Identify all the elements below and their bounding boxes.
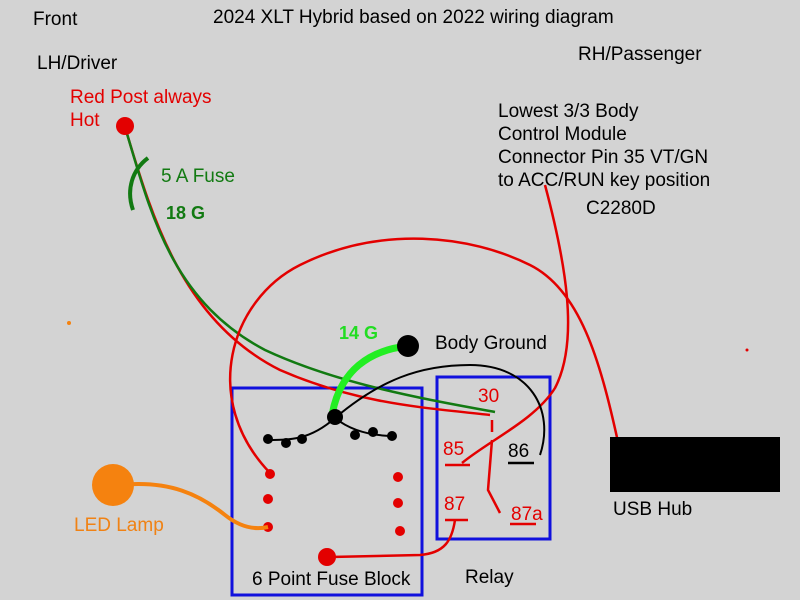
red-wire-bcm [461, 184, 570, 464]
bus-dot [281, 438, 291, 448]
fuse-gauge-label: 18 G [166, 203, 206, 223]
stray-dot [745, 348, 749, 352]
lh-driver-label: LH/Driver [37, 53, 118, 74]
fuse-slot [393, 498, 403, 508]
led-lamp-label: LED Lamp [74, 515, 164, 536]
ground-wire-14g [328, 342, 409, 416]
fuse-label: 5 A Fuse [161, 166, 235, 187]
relay-pin-85: 85 [443, 439, 465, 460]
usb-hub-label: USB Hub [613, 499, 693, 520]
ground-junction [327, 409, 343, 425]
relay-pin-86: 86 [508, 441, 530, 462]
bcm-label-line4: to ACC/RUN key position [498, 170, 711, 191]
usb-hub-block [610, 437, 780, 492]
red-post-label-line2: Hot [70, 110, 100, 131]
relay-pin-30: 30 [478, 386, 500, 407]
bcm-label-line3: Connector Pin 35 VT/GN [498, 147, 709, 168]
rh-passenger-label: RH/Passenger [578, 44, 702, 65]
red-wire-87 [329, 519, 457, 559]
bus-dot [297, 434, 307, 444]
led-lamp-icon [92, 464, 134, 506]
fuse-slot [265, 469, 275, 479]
fuse-symbol [128, 156, 150, 211]
front-label: Front [33, 9, 78, 30]
connector-label: C2280D [586, 198, 656, 219]
relay-pin-87: 87 [444, 494, 466, 515]
body-ground-point [397, 335, 419, 357]
stray-dot [67, 321, 71, 325]
bcm-label-line1: Lowest 3/3 Body [498, 101, 639, 122]
green-wire-hot [123, 126, 496, 414]
fuse-slot [393, 472, 403, 482]
relay-label: Relay [465, 567, 514, 588]
fuse-block-input [318, 548, 336, 566]
diagram-title: 2024 XLT Hybrid based on 2022 wiring dia… [213, 7, 614, 28]
ground-gauge-label: 14 G [339, 323, 379, 343]
relay-switch [486, 439, 502, 514]
bcm-label-line2: Control Module [498, 124, 627, 145]
fuse-block-label: 6 Point Fuse Block [252, 569, 411, 590]
lamp-wire [119, 482, 269, 531]
black-wire-ground [334, 363, 546, 456]
bus-dot [350, 430, 360, 440]
red-wire-usb [228, 237, 620, 474]
red-post-label-line1: Red Post always [70, 87, 212, 108]
bus-dot [368, 427, 378, 437]
bus-dot [263, 434, 273, 444]
relay-outline [435, 375, 552, 541]
fuse-slot [263, 494, 273, 504]
relay-pin-87a: 87a [511, 504, 543, 525]
body-ground-label: Body Ground [435, 333, 547, 354]
fuse-slot [395, 526, 405, 536]
red-post-terminal [116, 117, 134, 135]
bus-dot [387, 431, 397, 441]
